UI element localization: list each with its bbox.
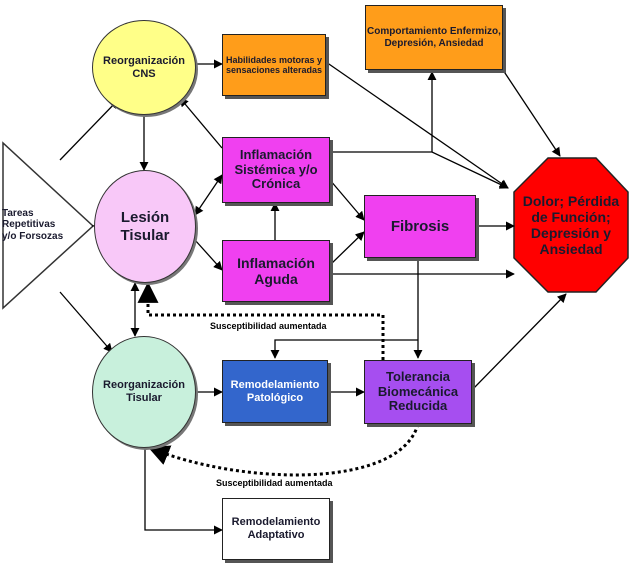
reorganizacion-tisular-node: Reorganización Tisular — [92, 336, 196, 448]
susceptibilidad-label-upper: Susceptibilidad aumentada — [210, 321, 327, 331]
reorganizacion-cns-label: Reorganización CNS — [103, 54, 185, 80]
inflamacion-sistemica-label: Inflamación Sistémica y/o Crónica — [234, 146, 318, 192]
arrow-tolerancia-dolor — [471, 293, 567, 391]
lesion-tisular-label: Lesión Tisular — [120, 209, 170, 244]
arrow-lesion-aguda — [194, 239, 223, 271]
arrow-sistemica-cns — [179, 97, 223, 149]
fibrosis-label: Fibrosis — [390, 217, 450, 235]
arrow-fibrosis-patologico — [270, 339, 418, 359]
arrow-comportamiento-dolor — [502, 69, 561, 157]
habilidades-label: Habilidades motoras y sensaciones altera… — [225, 54, 323, 75]
arrow-aguda-fibrosis — [329, 231, 365, 266]
reorganizacion-cns-node: Reorganización CNS — [92, 20, 196, 115]
arrow-tareas-cns — [59, 99, 119, 161]
arrow-tareas-reorg — [59, 291, 113, 353]
dolor-label: Dolor; Pérdida de Función; Depresión y A… — [522, 192, 620, 258]
remodelamiento-adaptativo-label: Remodelamiento Adaptativo — [231, 516, 321, 541]
fibrosis-node: Fibrosis — [364, 195, 476, 258]
susceptibilidad-label-lower: Susceptibilidad aumentada — [216, 478, 333, 488]
comportamiento-node: Comportamiento Enfermizo, Depresión, Ans… — [365, 5, 503, 70]
tareas-triangle — [2, 141, 95, 310]
dotted-feedback-lower — [148, 423, 420, 477]
dotted-feedback-upper — [137, 281, 385, 360]
remodelamiento-patologico-label: Remodelamiento Patológico — [230, 378, 320, 404]
comportamiento-label: Comportamiento Enfermizo, Depresión, Ans… — [367, 26, 501, 49]
tolerancia-node: Tolerancia Biomecánica Reducida — [364, 360, 472, 424]
tolerancia-label: Tolerancia Biomecánica Reducida — [377, 368, 459, 414]
inflamacion-aguda-node: Inflamación Aguda — [222, 240, 330, 302]
reorganizacion-tisular-label: Reorganización Tisular — [103, 379, 185, 404]
inflamacion-sistemica-node: Inflamación Sistémica y/o Crónica — [222, 137, 330, 203]
dolor-octagon — [513, 157, 629, 293]
tareas-label: Tareas Repetitivas y/o Forsozas — [2, 207, 64, 242]
remodelamiento-patologico-node: Remodelamiento Patológico — [222, 360, 328, 423]
habilidades-node: Habilidades motoras y sensaciones altera… — [222, 34, 326, 96]
arrow-sistemica-fibrosis — [329, 179, 365, 221]
dolor-node: Dolor; Pérdida de Función; Depresión y A… — [514, 158, 628, 292]
remodelamiento-adaptativo-node: Remodelamiento Adaptativo — [222, 498, 330, 560]
arrow-habilidades-dolor — [325, 61, 509, 189]
inflamacion-aguda-label: Inflamación Aguda — [237, 254, 315, 287]
lesion-tisular-node: Lesión Tisular — [94, 170, 196, 283]
arrow-reorg-adaptativo — [144, 448, 223, 535]
arrow-lesion-sistemica — [194, 174, 223, 216]
